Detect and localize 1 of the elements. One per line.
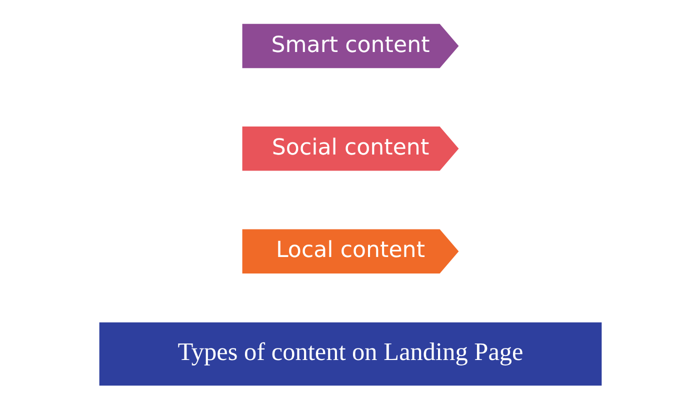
node-box: Types of content on Landing Page: [98, 322, 602, 386]
